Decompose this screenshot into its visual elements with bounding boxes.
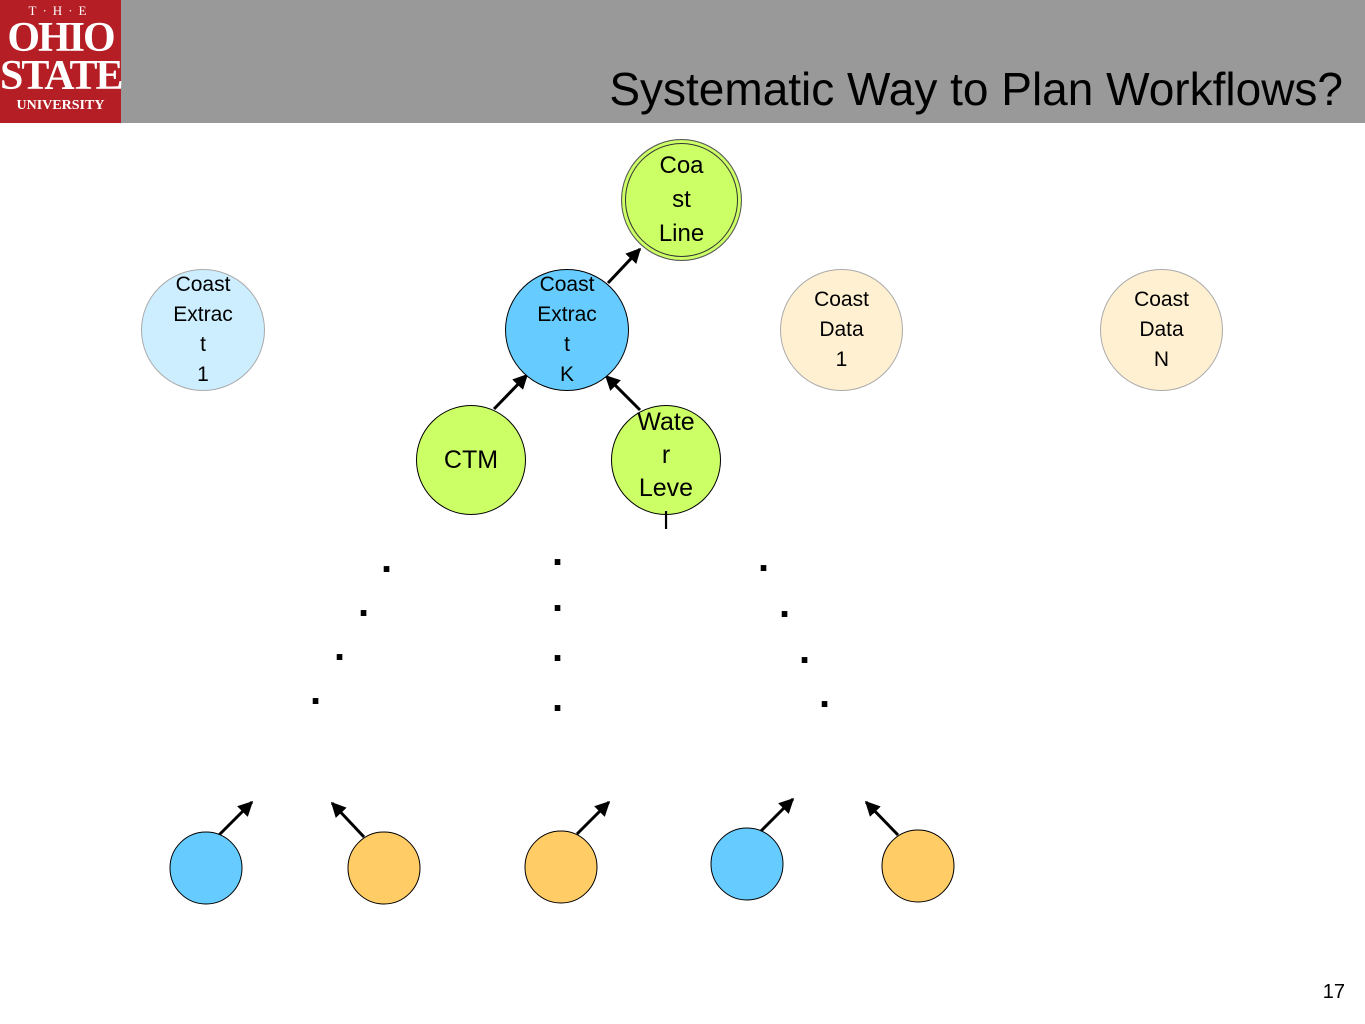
page-number: 17 [1322,981,1345,1003]
bottom-node-1 [169,831,243,905]
logo-university: UNIVERSITY [16,98,105,113]
node-coast-data-n: Coast Data N [1100,269,1223,391]
node-water-level: Wate r Leve l [611,405,721,535]
dot-middle-3: . [552,626,563,670]
node-coast-line: Coa st Line [621,139,742,261]
node-coast-extract-k: Coast Extrac t K [505,269,629,391]
logo-the: T·H·E [28,3,93,18]
arrow-bottom-1 [217,800,254,837]
dot-right-2: . [779,582,790,626]
arrow-bottom-4 [759,797,795,833]
bottom-node-4 [710,827,784,901]
dot-left-1: . [381,537,392,581]
dot-right-1: . [758,536,769,580]
bottom-node-2 [347,831,421,905]
logo-ohio: OHIO [7,15,115,61]
arrow-bottom-3 [575,800,611,836]
node-ctm: CTM [416,405,526,515]
dot-left-3: . [334,625,345,669]
node-coast-extract-1: Coast Extrac t 1 [141,269,265,391]
dot-middle-1: . [552,530,563,574]
dot-left-2: . [358,581,369,625]
dot-right-3: . [799,628,810,672]
dot-middle-2: . [552,576,563,620]
arrow-water-level-to-extract-k [604,374,642,412]
logo-state: STATE [0,53,124,99]
node-coast-data-1: Coast Data 1 [780,269,903,391]
slide-header [0,0,1365,123]
arrow-bottom-5 [864,800,900,837]
bottom-node-5 [881,829,955,903]
slide-title: Systematic Way to Plan Workflows? [609,63,1343,115]
arrow-bottom-2 [330,801,366,839]
arrow-ctm-to-extract-k [492,373,529,411]
ohio-state-logo: T·H·E OHIO STATE UNIVERSITY [0,0,124,123]
dot-left-4: . [310,669,321,713]
dot-middle-4: . [552,676,563,720]
bottom-node-3 [524,830,598,904]
dot-right-4: . [819,672,830,716]
arrow-extract-k-to-coast-line [606,247,642,285]
